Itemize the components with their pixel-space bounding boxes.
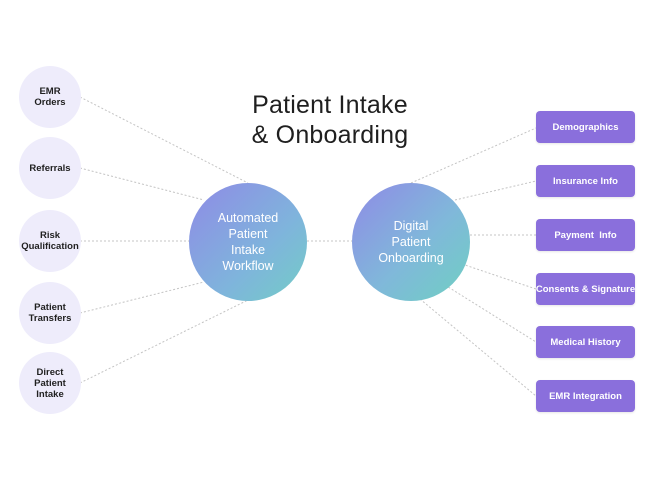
page-title: Patient Intake & Onboarding <box>200 90 460 150</box>
node-emr-orders: EMR Orders <box>19 66 81 128</box>
node-label-line: Patient <box>34 302 66 313</box>
node-label-line: Direct <box>36 366 64 378</box>
node-label-line: Risk <box>39 230 61 241</box>
hub-label-line: Automated <box>217 211 279 225</box>
node-risk-qualification: Risk Qualification <box>19 210 81 272</box>
node-referrals: Referrals <box>19 137 81 199</box>
connector-emr-integration <box>419 298 537 397</box>
node-label-line: Qualification <box>21 241 79 252</box>
connector-demographics <box>410 127 537 184</box>
node-label-line: Intake <box>36 388 64 400</box>
hub-label-line: Digital <box>393 219 429 233</box>
node-demographics: Demographics <box>536 111 635 143</box>
node-label-line: Orders <box>34 97 66 108</box>
hub-label-line: Patient <box>228 227 268 241</box>
node-label-line: EMR <box>39 86 61 97</box>
hub-label-line: Patient <box>391 235 431 249</box>
hub-digital-patient-onboarding: Digital Patient Onboarding <box>352 183 470 301</box>
connector-direct-patient-intake <box>79 299 249 384</box>
connector-emr-orders <box>79 96 249 184</box>
node-medical-history: Medical History <box>536 326 635 358</box>
node-label-line: Transfers <box>28 313 72 324</box>
node-emr-integration: EMR Integration <box>536 380 635 412</box>
hub-automated-patient-intake-workflow: Automated Patient Intake Workflow <box>189 183 307 301</box>
node-consents-signature: Consents & Signature <box>536 273 635 305</box>
hub-label-line: Workflow <box>222 259 274 273</box>
hub-label-line: Intake <box>230 243 266 257</box>
title-line-1: Patient Intake <box>252 91 408 119</box>
connector-insurance-info <box>454 180 537 201</box>
node-direct-patient-intake: Direct Patient Intake <box>19 352 81 414</box>
connector-referrals <box>79 167 205 201</box>
node-insurance-info: Insurance Info <box>536 165 635 197</box>
title-line-2: & Onboarding <box>251 121 409 149</box>
connector-medical-history <box>444 284 537 343</box>
hub-label-line: Onboarding <box>378 251 444 265</box>
node-payment-info: Payment Info <box>536 219 635 251</box>
node-label-line: Patient <box>34 377 66 389</box>
connector-consents-signature <box>461 263 537 290</box>
connector-patient-transfers <box>79 281 205 314</box>
node-label-line: Referrals <box>29 162 71 174</box>
node-patient-transfers: Patient Transfers <box>19 282 81 344</box>
